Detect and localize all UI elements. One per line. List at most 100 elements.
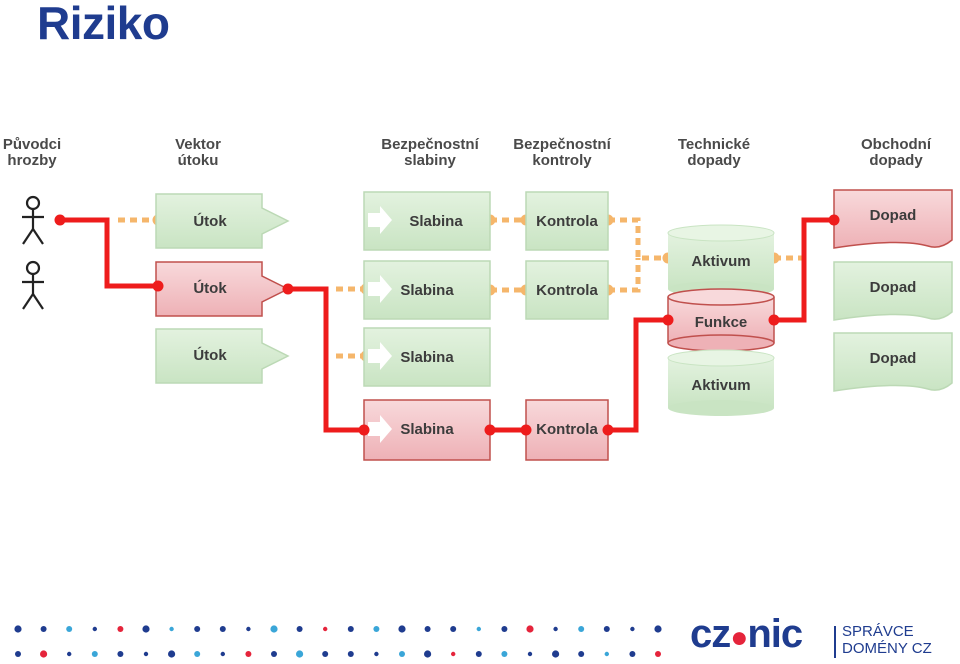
decorative-dot [552, 650, 560, 658]
impact-node: Dopad [833, 332, 953, 392]
control-label: Kontrola [536, 213, 598, 230]
decorative-dot [603, 626, 610, 632]
decorative-dot [527, 651, 533, 657]
decorative-dot [271, 651, 277, 657]
decorative-dot [578, 626, 585, 632]
logo-tagline-1: SPRÁVCE [842, 623, 914, 640]
impact-label: Dopad [870, 350, 917, 367]
asset-label: Aktivum [691, 253, 750, 270]
impact-label: Dopad [870, 279, 917, 296]
header-attack-vector: Vektor útoku [160, 137, 236, 169]
red-risk-path [60, 217, 834, 433]
decorative-dot [374, 651, 379, 657]
attack-node: Útok [155, 328, 290, 384]
slide-title: Riziko [37, 0, 170, 49]
header-line: Technické [677, 136, 751, 153]
decorative-dot [66, 626, 73, 632]
weakness-label: Slabina [400, 282, 454, 299]
asset-cylinder: Aktivum [667, 224, 775, 297]
decorative-dot [142, 625, 150, 633]
header-line: slabiny [404, 152, 456, 169]
decorative-dot [67, 651, 72, 657]
decorative-dot [14, 625, 22, 633]
header-technical-impacts: Technické dopady [668, 137, 760, 169]
decorative-dot [526, 625, 534, 633]
attack-label: Útok [193, 346, 227, 364]
decorative-dot [501, 651, 508, 657]
function-label: Funkce [695, 314, 748, 331]
impact-node: Dopad [833, 189, 953, 249]
decorative-dot [143, 651, 149, 657]
control-label: Kontrola [536, 421, 598, 438]
header-line: Obchodní [861, 136, 931, 153]
control-node: Kontrola [525, 399, 609, 461]
header-line: Bezpečnostní [381, 136, 479, 153]
weakness-node: Slabina [363, 191, 491, 251]
decorative-dot [451, 651, 456, 657]
decorative-dot [245, 651, 252, 657]
red-dots [54, 214, 840, 436]
arrow-icon [368, 342, 392, 370]
attack-node: Útok [155, 193, 290, 249]
decorative-dot [553, 626, 558, 632]
decorative-dot [424, 626, 431, 632]
attack-node: Útok [155, 261, 290, 317]
logo-separator [834, 626, 836, 658]
decorative-dot [373, 626, 380, 632]
logo-wordmark: cz●nic [690, 612, 803, 657]
attack-label: Útok [193, 212, 227, 230]
cznic-logo: cz●nic SPRÁVCE DOMÉNY CZ [690, 612, 952, 662]
attack-label: Útok [193, 279, 227, 297]
control-node: Kontrola [525, 191, 609, 251]
decorative-dot [347, 651, 354, 657]
asset-cylinder: Aktivum [667, 349, 775, 416]
decorative-dot [654, 625, 662, 633]
decorative-dot [475, 651, 482, 657]
header-line: Původci [2, 136, 62, 153]
header-line: kontroly [532, 152, 592, 169]
header-line: dopady [687, 152, 741, 169]
arrow-icon [368, 275, 392, 303]
header-line: Bezpečnostní [513, 136, 611, 153]
arrow-icon [368, 415, 392, 443]
logo-dot: ● [730, 621, 748, 654]
decorative-dot [655, 651, 661, 657]
weakness-node: Slabina [363, 399, 491, 461]
decorative-dot [15, 651, 21, 657]
weakness-label: Slabina [400, 421, 454, 438]
weakness-node: Slabina [363, 327, 491, 387]
decorative-dot [424, 650, 432, 658]
decorative-dot [578, 651, 585, 657]
decorative-dot [246, 626, 251, 632]
header-business-impacts: Obchodní dopady [850, 137, 942, 169]
header-line: útoku [177, 152, 219, 169]
header-line: hrozby [7, 152, 57, 169]
decorative-dot [117, 651, 124, 657]
orange-paths [118, 217, 802, 359]
header-line: Vektor [175, 136, 221, 153]
person-icon [22, 195, 44, 245]
decorative-dot [630, 626, 635, 632]
decorative-dot [220, 651, 225, 657]
decorative-dot [322, 651, 329, 657]
decorative-dot [399, 651, 405, 657]
logo-nic: nic [747, 612, 803, 656]
decorative-dot [40, 626, 47, 632]
decorative-dot [40, 650, 48, 658]
decorative-dot [296, 626, 303, 632]
decorative-dot [501, 626, 508, 632]
decorative-dot [91, 651, 98, 657]
decorative-dot [476, 626, 481, 632]
weakness-label: Slabina [409, 213, 463, 230]
decorative-dot [450, 626, 457, 632]
decorative-dot [92, 626, 98, 632]
decorative-dot [194, 626, 201, 632]
decorative-dot [296, 650, 304, 658]
decorative-dot [194, 651, 201, 657]
impact-label: Dopad [870, 207, 917, 224]
decorative-dot [604, 651, 609, 657]
header-line: dopady [869, 152, 923, 169]
logo-cz: cz [690, 612, 731, 656]
control-node: Kontrola [525, 260, 609, 320]
